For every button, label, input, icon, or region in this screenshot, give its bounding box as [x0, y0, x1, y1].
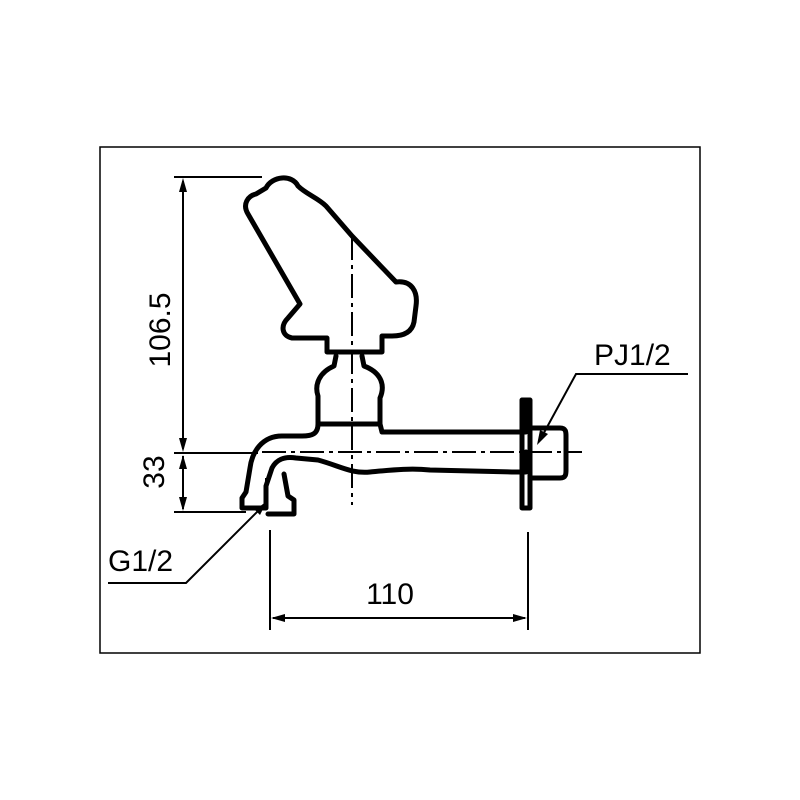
handle-lever	[243, 175, 419, 355]
dimension-106-5-label: 106.5	[144, 292, 177, 367]
dimension-110-label: 110	[366, 578, 414, 611]
dimension-106-5: 106.5	[144, 176, 262, 454]
dimension-33: 33	[138, 455, 246, 513]
inlet-fitting	[265, 471, 297, 517]
spout-top	[377, 397, 529, 435]
callout-pj-1-2: PJ1/2	[537, 339, 688, 445]
faucet-outline	[239, 175, 569, 517]
callout-g-1-2-label: G1/2	[108, 545, 173, 578]
callout-g-1-2: G1/2	[108, 501, 267, 584]
callout-pj-1-2-label: PJ1/2	[594, 339, 671, 372]
spout-body	[239, 421, 529, 511]
body-neck	[314, 353, 385, 427]
outlet-flange	[519, 397, 533, 511]
dimension-110: 110	[269, 530, 529, 630]
dimension-33-label: 33	[138, 455, 171, 488]
drawing-frame	[99, 146, 701, 654]
